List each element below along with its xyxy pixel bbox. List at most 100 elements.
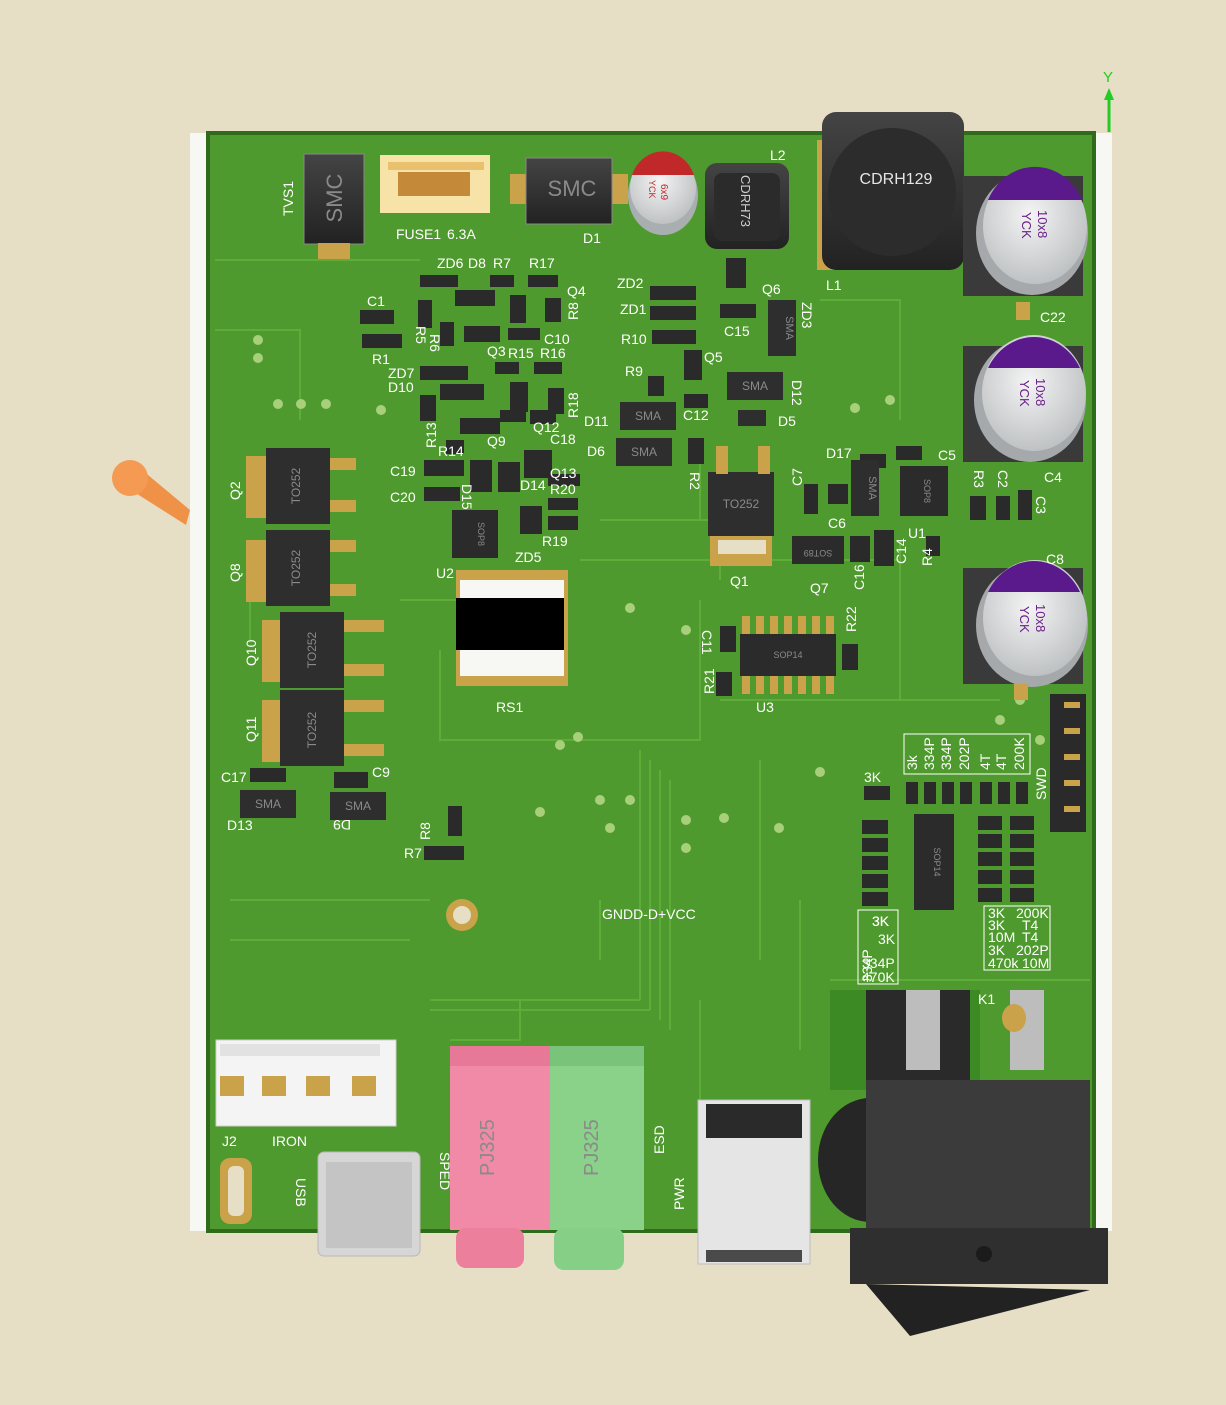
svg-text:R1: R1 xyxy=(372,351,390,367)
esd-label: ESD xyxy=(651,1125,667,1154)
q11-label: Q11 xyxy=(243,716,259,742)
svg-text:C12: C12 xyxy=(683,407,709,423)
svg-text:C1: C1 xyxy=(367,293,385,309)
sped-label: SPED xyxy=(437,1152,453,1190)
fuse-rating: 6.3A xyxy=(447,226,476,242)
svg-text:D15: D15 xyxy=(459,484,475,510)
ic-u2[interactable]: SOP8 U2 xyxy=(436,510,498,581)
c4-label: C4 xyxy=(1044,469,1062,485)
svg-text:R16: R16 xyxy=(540,345,566,361)
svg-text:D17: D17 xyxy=(826,445,852,461)
cap-c22[interactable]: 10x8 YCK C22 xyxy=(963,166,1088,325)
u1-label: U1 xyxy=(908,525,926,541)
shunt-rs1[interactable]: RS1 xyxy=(456,570,568,715)
svg-text:R13: R13 xyxy=(423,422,439,448)
svg-text:3K: 3K xyxy=(988,942,1006,958)
svg-text:TO252: TO252 xyxy=(289,467,303,504)
svg-text:Q4: Q4 xyxy=(567,283,586,299)
usb-c-port[interactable]: USB xyxy=(293,1151,421,1257)
audio-jack-pink[interactable]: PJ325 SPED xyxy=(437,1046,550,1268)
svg-text:R19: R19 xyxy=(542,533,568,549)
svg-text:ZD5: ZD5 xyxy=(515,549,542,565)
cap-c8[interactable]: 10x8 YCK C8 xyxy=(963,551,1088,700)
l2-inductor[interactable]: CDRH73 L2 xyxy=(705,147,789,249)
svg-text:T4: T4 xyxy=(1022,917,1039,933)
svg-text:SMA: SMA xyxy=(345,799,371,813)
fuse1-label: FUSE1 xyxy=(396,226,441,242)
iron-label: IRON xyxy=(272,1133,307,1149)
svg-text:C3: C3 xyxy=(1033,496,1049,514)
sma-d6: SMA xyxy=(616,438,672,466)
svg-text:3K: 3K xyxy=(872,913,890,929)
cap-c4[interactable]: 10x8 YCK C4 xyxy=(963,335,1086,485)
svg-text:C2: C2 xyxy=(995,470,1011,488)
svg-text:C17: C17 xyxy=(221,769,247,785)
svg-text:D9: D9 xyxy=(333,817,351,833)
svg-text:10M: 10M xyxy=(1022,955,1049,971)
svg-text:R17: R17 xyxy=(529,255,555,271)
svg-text:R15: R15 xyxy=(508,345,534,361)
svg-text:C16: C16 xyxy=(851,564,867,590)
sma-zd3: SMA xyxy=(768,300,796,356)
svg-text:D8: D8 xyxy=(468,255,486,271)
connector-j2-iron[interactable]: J2 IRON xyxy=(215,1039,397,1224)
svg-text:Q5: Q5 xyxy=(704,349,723,365)
axis-gizmo[interactable]: Y xyxy=(1103,69,1114,132)
svg-text:C10: C10 xyxy=(544,331,570,347)
svg-text:3K: 3K xyxy=(872,913,890,929)
l1-inductor[interactable]: CDRH129 L1 xyxy=(817,112,964,293)
mosfet-q10[interactable]: TO252 Q10 xyxy=(243,612,384,688)
svg-text:200K: 200K xyxy=(1016,905,1049,921)
svg-text:TO252: TO252 xyxy=(305,711,319,748)
svg-text:R5: R5 xyxy=(413,326,429,344)
ic-q7[interactable]: SOT89 Q7 xyxy=(792,536,844,596)
mosfet-q2[interactable]: TO252 Q2 xyxy=(227,448,356,524)
mounting-hole xyxy=(446,899,478,931)
svg-text:PJ325: PJ325 xyxy=(477,1119,499,1176)
svg-text:CDRH73: CDRH73 xyxy=(738,175,753,227)
svg-text:R18: R18 xyxy=(565,392,581,418)
svg-text:202P: 202P xyxy=(956,737,972,770)
pwr-label: PWR xyxy=(671,1177,687,1210)
l2-label: L2 xyxy=(770,147,786,163)
d1-diode[interactable]: SMC D1 xyxy=(510,157,628,246)
svg-text:10M: 10M xyxy=(988,929,1015,945)
relay-k1[interactable]: K1 xyxy=(818,990,1108,1336)
svg-text:CDRH129: CDRH129 xyxy=(860,171,933,188)
svg-text:334P: 334P xyxy=(938,737,954,770)
svg-text:T4: T4 xyxy=(1022,929,1039,945)
svg-text:3k: 3k xyxy=(904,754,920,770)
rs1-label: RS1 xyxy=(496,699,523,715)
power-dc-jack[interactable]: PWR xyxy=(671,1099,811,1265)
tvs1-label: TVS1 xyxy=(280,181,296,216)
svg-text:SOP8: SOP8 xyxy=(476,522,486,546)
board-side-left xyxy=(190,133,210,1231)
svg-text:R20: R20 xyxy=(550,481,576,497)
mosfet-q11[interactable]: TO252 Q11 xyxy=(243,690,384,766)
mosfet-q1[interactable]: TO252 Q1 xyxy=(708,446,774,589)
ic-u1[interactable]: SOP8 U1 xyxy=(900,466,948,541)
svg-text:C14: C14 xyxy=(893,538,909,564)
svg-text:R7: R7 xyxy=(493,255,511,271)
svg-text:D12: D12 xyxy=(789,380,805,406)
ic-u3[interactable]: SOP14 U3 xyxy=(740,616,836,715)
smd-components[interactable] xyxy=(250,258,1032,860)
swd-header[interactable]: SWD xyxy=(1033,694,1086,832)
fuse1[interactable]: FUSE1 6.3A xyxy=(380,155,490,242)
sma-d11: SMA xyxy=(620,402,676,430)
mosfet-q8[interactable]: TO252 Q8 xyxy=(227,530,356,606)
sma-diodes[interactable]: SMA SMA SMA SMA SMA SMA SMA xyxy=(240,300,879,820)
tvs1-diode[interactable]: SMC TVS1 xyxy=(280,153,365,259)
cap-c13[interactable]: 6x9 YCK xyxy=(628,151,698,235)
q10-label: Q10 xyxy=(243,639,259,666)
sma-d13: SMA xyxy=(240,790,296,818)
svg-text:C9: C9 xyxy=(372,764,390,780)
svg-text:D14: D14 xyxy=(520,477,546,493)
svg-text:YCK: YCK xyxy=(647,180,657,199)
ic-sop14-right[interactable]: SOP14 xyxy=(914,814,954,910)
audio-jack-green[interactable]: PJ325 ESD xyxy=(550,1046,667,1270)
svg-text:R6: R6 xyxy=(427,334,443,352)
svg-text:YCK: YCK xyxy=(1019,212,1034,239)
svg-text:C6: C6 xyxy=(828,515,846,531)
